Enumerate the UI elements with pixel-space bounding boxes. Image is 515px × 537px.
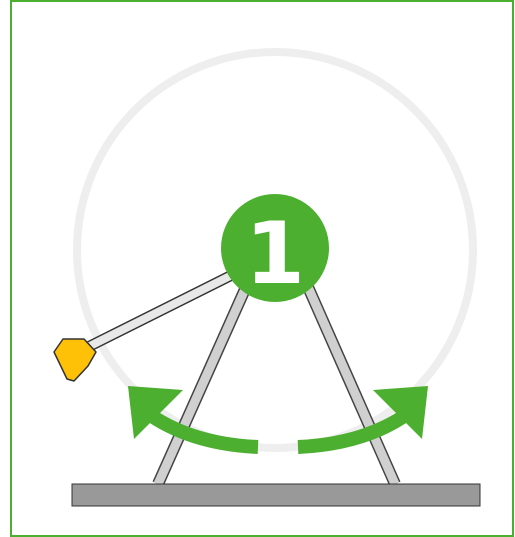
step-number: 1: [245, 204, 305, 304]
support-legs: [158, 287, 395, 484]
right-leg-fill: [308, 287, 395, 484]
left-leg-fill: [158, 287, 246, 484]
base-platform: [72, 484, 480, 506]
gondola-icon: [54, 339, 96, 381]
left-arc: [146, 412, 258, 447]
